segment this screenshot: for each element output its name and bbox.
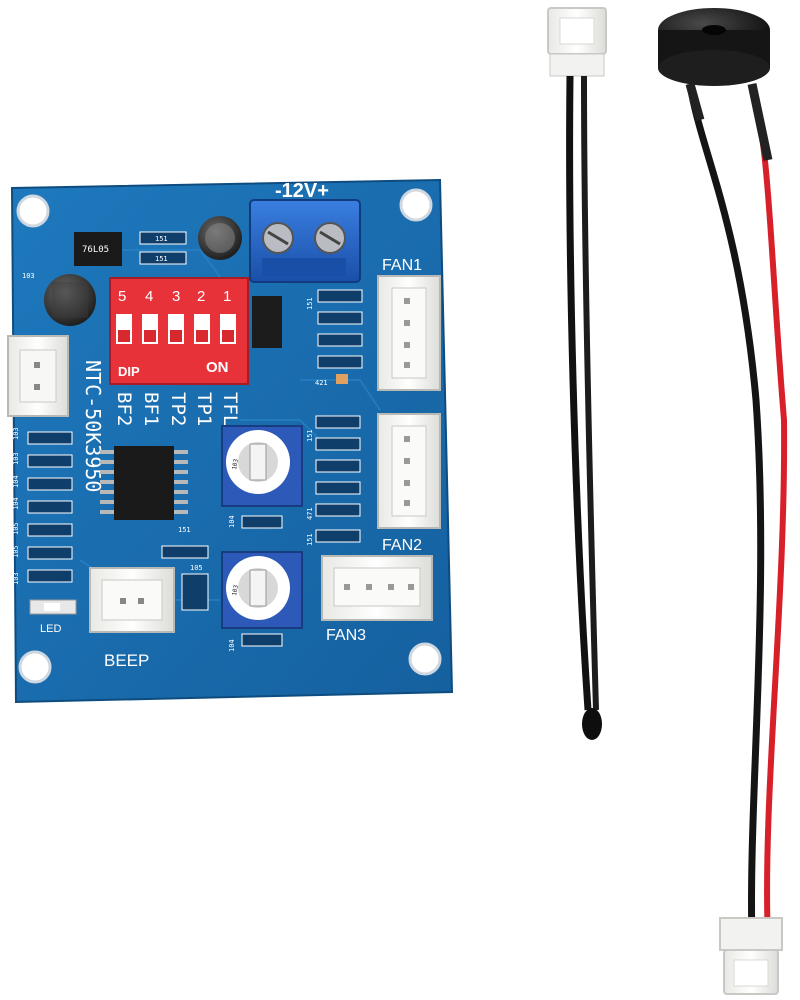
svg-text:104: 104 xyxy=(12,497,20,510)
mount-hole xyxy=(18,650,52,684)
dip-label: DIP xyxy=(118,364,140,379)
beep-label: BEEP xyxy=(104,651,149,670)
svg-text:103: 103 xyxy=(231,458,240,470)
smd-diode xyxy=(252,296,282,348)
pcb-board: -12V+ 76L05 100 103 xyxy=(7,178,454,704)
mount-hole xyxy=(408,642,442,676)
svg-text:103: 103 xyxy=(12,427,20,440)
svg-text:421: 421 xyxy=(315,379,328,387)
svg-text:151: 151 xyxy=(155,235,168,243)
buzzer xyxy=(658,8,788,995)
dip-number-2: 2 xyxy=(197,288,205,305)
ntc-thermistor-probe xyxy=(547,7,607,740)
potentiometer-bottom: 103 xyxy=(221,551,303,629)
voltage-regulator: 76L05 xyxy=(74,232,122,266)
dip-number-5: 5 xyxy=(118,288,126,305)
svg-text:103: 103 xyxy=(231,584,240,596)
svg-text:105: 105 xyxy=(190,564,203,572)
mount-hole xyxy=(399,188,433,222)
svg-text:151: 151 xyxy=(306,533,314,546)
dip-number-3: 3 xyxy=(172,288,180,305)
dip-switch: 5 4 3 2 1 DIP ON xyxy=(109,277,249,385)
svg-text:76L05: 76L05 xyxy=(82,245,109,255)
led-label: LED xyxy=(40,623,61,635)
status-led: LED xyxy=(29,599,77,635)
dip-fn-bf1: BF1 xyxy=(140,392,162,426)
dip-fn-tfl: TFL xyxy=(219,392,241,426)
buzzer-plug xyxy=(719,917,783,995)
svg-text:103: 103 xyxy=(12,572,20,585)
fan3-label: FAN3 xyxy=(326,627,366,644)
controller-ic xyxy=(100,446,188,520)
smd-resistors-top: 151 151 xyxy=(139,231,187,265)
thermistor-tip xyxy=(582,708,602,740)
svg-text:471: 471 xyxy=(306,507,314,520)
svg-text:151: 151 xyxy=(178,526,191,534)
dip-fn-tp2: TP2 xyxy=(167,392,189,426)
smd-resistors-left: 103 103 104 104 105 105 103 xyxy=(12,427,73,585)
dip-number-4: 4 xyxy=(145,288,153,305)
probe-plug xyxy=(547,7,607,77)
fan2-connector: FAN2 xyxy=(377,413,441,554)
capacitor-left xyxy=(44,274,96,326)
power-terminal-block xyxy=(249,199,361,283)
svg-text:151: 151 xyxy=(155,255,168,263)
smd-misc xyxy=(161,415,361,647)
svg-text:103: 103 xyxy=(22,272,35,280)
svg-text:104: 104 xyxy=(228,515,236,528)
svg-text:104: 104 xyxy=(12,475,20,488)
dip-fn-bf2: BF2 xyxy=(113,392,135,426)
dip-number-1: 1 xyxy=(223,288,231,305)
fan3-connector: FAN3 xyxy=(321,555,433,644)
svg-text:105: 105 xyxy=(12,522,20,535)
ntc-connector xyxy=(7,335,69,417)
svg-text:103: 103 xyxy=(12,452,20,465)
power-label: -12V+ xyxy=(275,180,329,202)
fan1-label: FAN1 xyxy=(382,257,422,274)
fan2-label: FAN2 xyxy=(382,537,422,554)
dip-on-label: ON xyxy=(206,359,229,376)
smd-resistors-center xyxy=(317,289,363,369)
potentiometer-top: 103 xyxy=(221,425,303,507)
svg-text:104: 104 xyxy=(228,639,236,652)
svg-text:151: 151 xyxy=(306,297,314,310)
beep-connector: BEEP xyxy=(89,567,175,670)
mount-hole xyxy=(16,194,50,228)
svg-text:105: 105 xyxy=(12,545,20,558)
dip-fn-tp1: TP1 xyxy=(193,392,215,426)
fan1-connector: FAN1 xyxy=(377,257,441,391)
svg-text:151: 151 xyxy=(306,429,314,442)
